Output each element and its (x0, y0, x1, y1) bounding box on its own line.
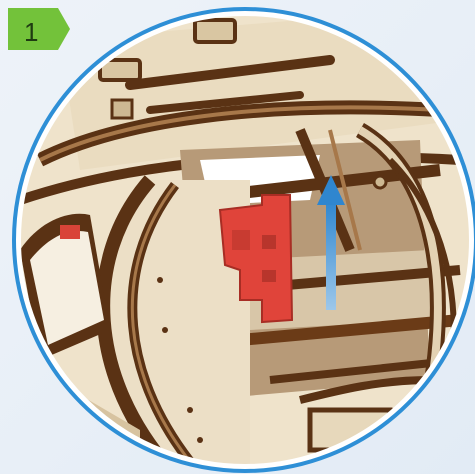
assembly-illustration (0, 0, 475, 474)
